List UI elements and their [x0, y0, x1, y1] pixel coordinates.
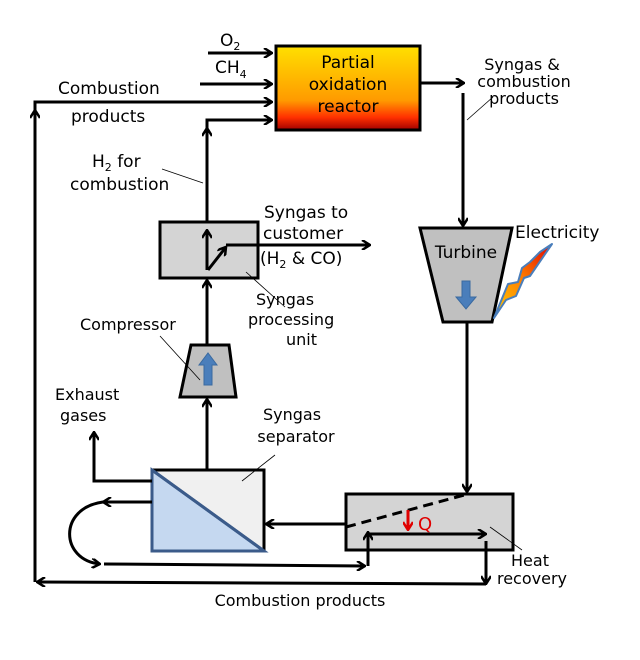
h2-leader-line	[161, 168, 204, 184]
heat-recovery-dashed-line	[345, 492, 469, 529]
separator-label-line1: Syngas	[263, 405, 321, 424]
customer-label-line2: customer	[263, 224, 343, 244]
syngas-combustion-label-line2: combustion	[477, 72, 570, 91]
exhaust-arrow	[94, 432, 152, 483]
reactor-label-line3: reactor	[318, 97, 379, 117]
combustion-products-label-line2: products	[71, 107, 145, 127]
reactor-label-line2: oxidation	[309, 75, 387, 95]
ch4-label: CH4	[215, 58, 247, 81]
partial-oxidation-reactor: Partial oxidation reactor	[274, 44, 422, 132]
exhaust-label-line2: gases	[60, 406, 106, 425]
combustion-products-bottom: Combustion products	[37, 582, 487, 610]
h2-label-line2: combustion	[70, 175, 169, 195]
separator-loop-curve-arrow	[68, 500, 104, 564]
customer-label-line1: Syngas to	[264, 203, 348, 223]
syngas-combustion-label-line3: products	[489, 89, 559, 108]
syngas-separator: Syngas separator	[150, 405, 335, 553]
separator-recycle-loop	[68, 500, 365, 566]
turbine-flow-arrow-icon	[454, 280, 478, 310]
o2-label: O2	[220, 31, 240, 53]
processing-label-line1: Syngas	[256, 290, 314, 309]
h2-label-line1: H2 for	[92, 152, 141, 174]
compressor-leader-line	[159, 335, 201, 381]
syngas-processing-unit: Syngas processing unit	[158, 220, 370, 349]
compressor-label: Compressor	[80, 315, 176, 334]
processing-leader-line	[245, 271, 286, 308]
combustion-products-bottom-label: Combustion products	[215, 591, 386, 610]
exhaust-label-line1: Exhaust	[55, 385, 119, 404]
processing-syngas-arrow-icon	[206, 247, 226, 271]
heat-recovery: Q Heat recovery	[344, 492, 567, 588]
combustion-products-recycle: Combustion products	[35, 79, 272, 582]
combustion-products-label-line1: Combustion	[58, 79, 160, 99]
heat-recovery-label-line2: recovery	[497, 569, 567, 588]
heat-recovery-label-line1: Heat	[511, 551, 549, 570]
compressor: Compressor	[80, 280, 238, 399]
syngas-to-customer: Syngas to customer (H2 & CO)	[260, 203, 348, 271]
electricity-label: Electricity	[515, 223, 599, 243]
turbine: Turbine	[418, 226, 514, 324]
separator-label-line2: separator	[257, 427, 335, 446]
syngas-combustion-output: Syngas & combustion products	[420, 55, 571, 226]
o2-stream: O2	[208, 31, 272, 53]
syngas-combustion-label-line1: Syngas &	[484, 55, 560, 74]
heat-q-label: Q	[418, 514, 432, 535]
loop-to-heat-recovery-arrow	[103, 564, 365, 566]
syngas-combustion-leader-line	[466, 96, 494, 121]
h2-for-combustion-stream: H2 for combustion	[70, 120, 272, 222]
separator-leader-line	[241, 454, 276, 482]
h2-to-reactor-arrow	[205, 120, 272, 222]
electricity-output: Electricity	[493, 223, 599, 319]
processing-label-line3: unit	[286, 330, 317, 349]
reactor-label-line1: Partial	[321, 53, 374, 73]
compressor-flow-arrow-icon	[198, 352, 218, 386]
combustion-bottom-arrow	[37, 582, 487, 584]
ch4-stream: CH4	[200, 58, 272, 84]
exhaust-gases: Exhaust gases	[55, 385, 152, 483]
heat-recovery-leader-line	[489, 526, 523, 551]
turbine-label: Turbine	[434, 243, 497, 263]
lightning-bolt-icon	[493, 243, 553, 319]
customer-label-line3: (H2 & CO)	[260, 249, 342, 271]
processing-label-line2: processing	[248, 310, 334, 329]
